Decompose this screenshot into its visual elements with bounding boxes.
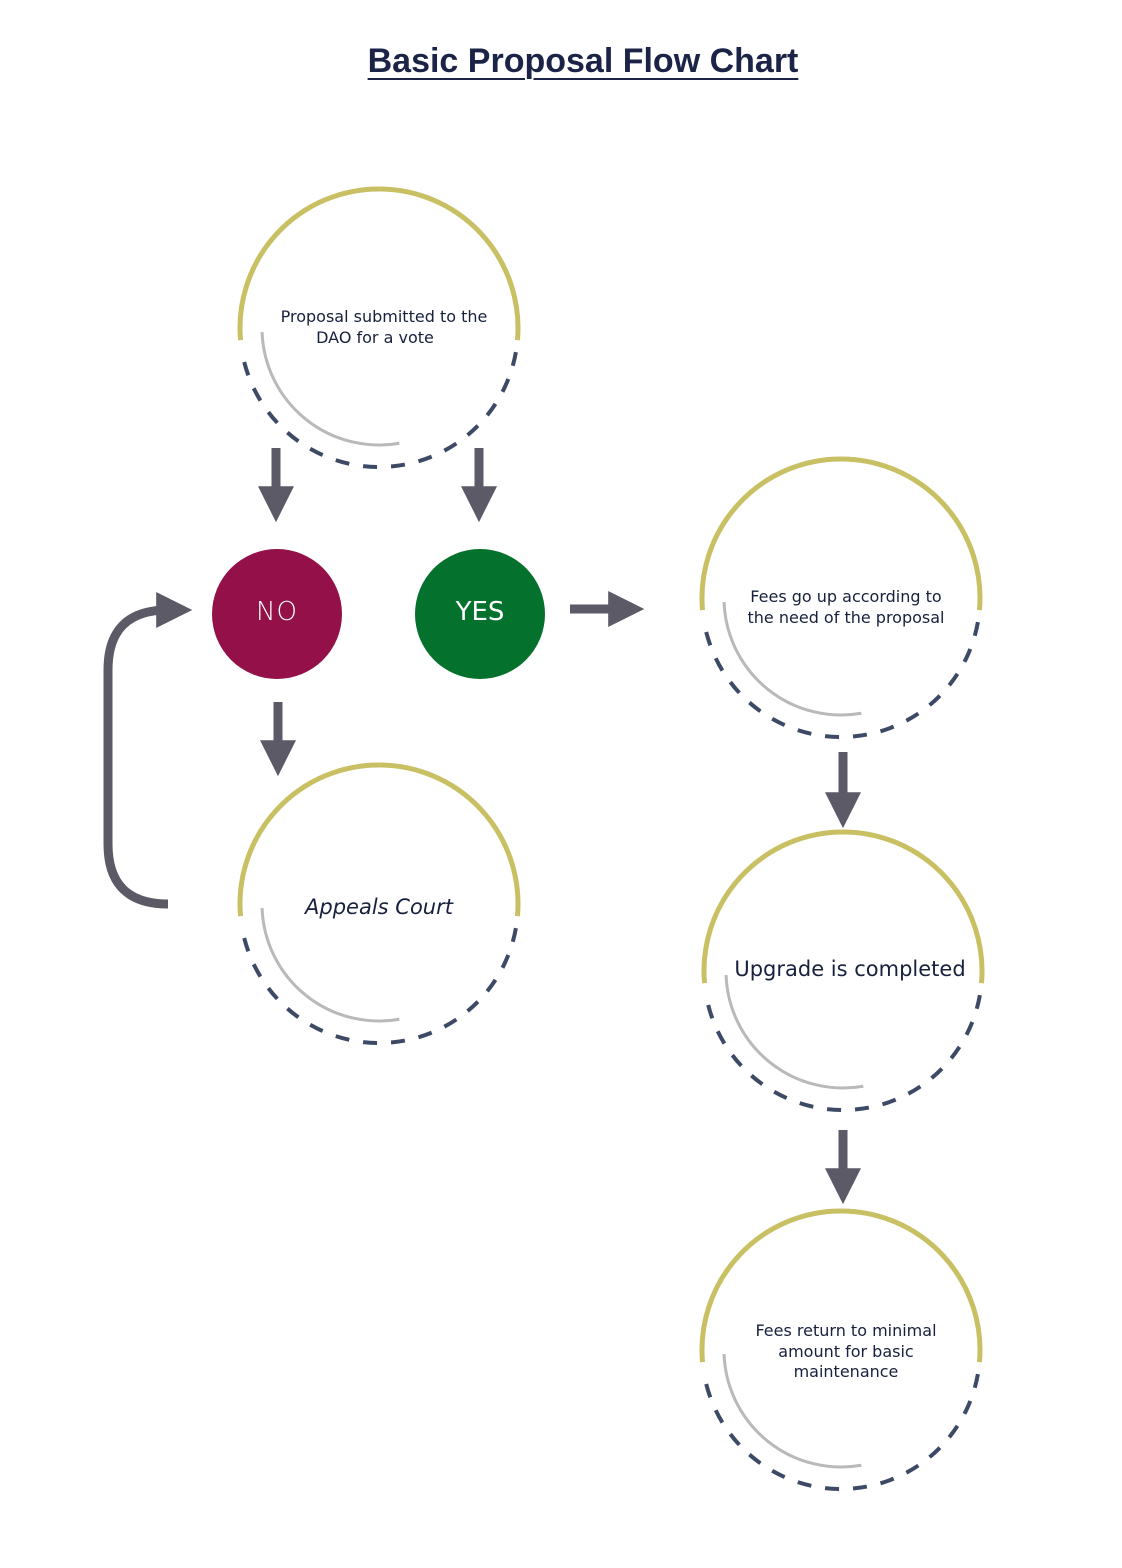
node-appeals-ring	[237, 762, 521, 1046]
fees-up-label-line-2: the need of the proposal	[747, 608, 945, 627]
ring-inner-arc	[722, 1354, 862, 1469]
node-upgrade-ring	[701, 829, 985, 1113]
no-decision-circle	[212, 549, 342, 679]
page-title-text: Basic Proposal Flow Chart	[367, 42, 799, 80]
fees-return-label: Fees return to minimal amount for basic …	[721, 1312, 971, 1392]
fees-return-label-line-3: maintenance	[793, 1362, 899, 1382]
proposal-label: Proposal submitted to the DAO for a vote	[259, 296, 509, 360]
ring-dashed-arc	[240, 351, 518, 470]
ring-inner-arc	[722, 602, 862, 717]
fees-return-label-line-2: amount for basic	[778, 1341, 914, 1361]
ring-solid-arc	[699, 1208, 983, 1363]
ring-solid-arc	[237, 186, 521, 341]
yes-label: YES	[455, 597, 505, 627]
yes-decision-circle	[415, 549, 545, 679]
upgrade-label: Upgrade is completed	[734, 957, 966, 982]
ring-solid-arc	[237, 762, 521, 917]
arrow-appeals-loop-to-no	[103, 592, 193, 909]
ring-solid-arc	[699, 456, 983, 611]
fees-up-label-line-1: Fees go up according to	[750, 587, 942, 607]
node-fees-up-ring	[699, 456, 983, 740]
node-proposal-ring	[237, 186, 521, 470]
ring-dashed-arc	[702, 1373, 980, 1492]
proposal-label-line-2: DAO for a vote	[316, 328, 434, 347]
ring-solid-arc	[701, 829, 985, 984]
appeals-court-label: Appeals Court	[305, 895, 453, 920]
ring-dashed-arc	[240, 927, 518, 1046]
page-title: Basic Proposal Flow Chart	[0, 42, 1122, 81]
node-fees-return-ring	[699, 1208, 983, 1492]
fees-return-label-line-1: Fees return to minimal	[755, 1320, 937, 1340]
no-label: NO	[256, 597, 298, 627]
fees-up-label: Fees go up according to the need of the …	[721, 576, 971, 640]
ring-dashed-arc	[702, 621, 980, 740]
proposal-label-line-1: Proposal submitted to the	[280, 307, 488, 327]
ring-dashed-arc	[704, 994, 982, 1113]
ring-inner-arc	[260, 332, 400, 447]
ring-inner-arc	[260, 908, 400, 1023]
ring-inner-arc	[724, 975, 864, 1090]
